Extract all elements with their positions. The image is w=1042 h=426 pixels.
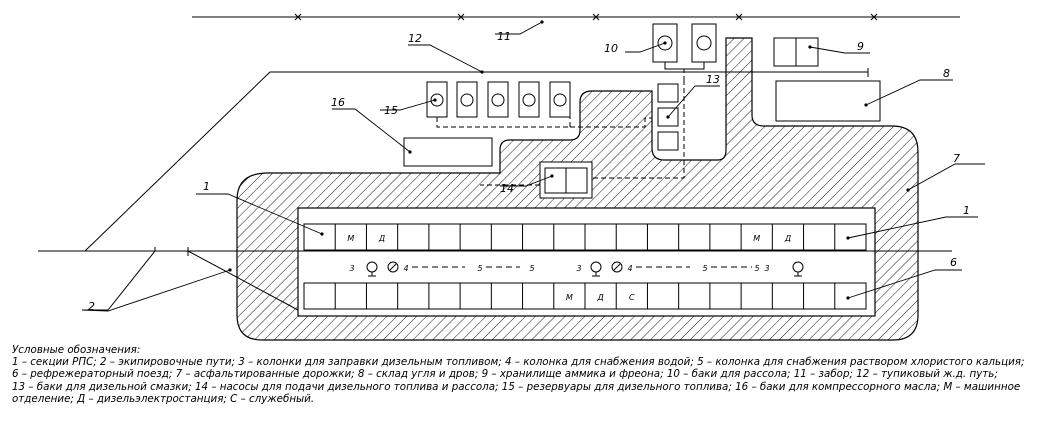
legend: Условные обозначения: 1 – секции РПС; 2 …	[12, 344, 1032, 405]
section-code: М	[566, 293, 573, 302]
fence-post	[870, 13, 878, 21]
fuel-column-icon	[366, 261, 378, 273]
reservoir-valve-icon	[522, 93, 536, 107]
diesel-lube-tanks	[657, 83, 679, 151]
column-slash	[389, 263, 397, 271]
callout-11: 11	[497, 30, 511, 43]
column-code: 3	[764, 264, 769, 273]
leader-lines	[81, 21, 985, 312]
reservoir-valve-icon	[430, 93, 444, 107]
fence	[192, 13, 960, 21]
fence-post	[294, 13, 302, 21]
legend-line: 1 – секции РПС; 2 – экипировочные пути; …	[12, 356, 1025, 369]
callout-15: 15	[384, 104, 398, 117]
callout-12: 12	[408, 32, 422, 45]
legend-line: отделение; Д – дизельэлектростанция; С –…	[12, 392, 315, 405]
callout-16: 16	[331, 96, 345, 109]
column-code: 5	[702, 264, 707, 273]
brine-tanks	[652, 23, 717, 80]
column-code: 4	[627, 264, 632, 273]
section-code: Д	[596, 293, 603, 302]
fuel-column-icon	[590, 261, 602, 273]
pumps	[539, 161, 593, 199]
fuel-pipeline	[436, 80, 685, 186]
ammonia-freon-store	[773, 37, 819, 67]
callout-10: 10	[604, 42, 618, 55]
callout-9: 9	[857, 40, 864, 53]
section-code: М	[753, 234, 760, 243]
legend-line: 6 – рефрежераторный поезд; 7 – асфальтир…	[12, 368, 998, 381]
column-code: 3	[349, 264, 354, 273]
servicing-tracks	[107, 247, 299, 311]
column-code: 3	[576, 264, 581, 273]
fence-post	[457, 13, 465, 21]
section-code: Д	[378, 234, 385, 243]
callout-1-left: 1	[203, 180, 210, 193]
stub-track	[84, 68, 869, 252]
fence-post	[592, 13, 600, 21]
reservoir-valve-icon	[460, 93, 474, 107]
section-code: Д	[784, 234, 791, 243]
callout-7: 7	[953, 152, 960, 165]
legend-line: 13 – баки для дизельной смазки; 14 – нас…	[12, 380, 1021, 393]
coal-wood-store	[775, 80, 881, 122]
legend-title: Условные обозначения:	[12, 344, 141, 356]
compressor-oil-tanks	[403, 137, 493, 167]
reservoir-valve-icon	[553, 93, 567, 107]
column-code: 5	[529, 264, 534, 273]
callout-13: 13	[706, 73, 720, 86]
callout-8: 8	[943, 67, 950, 80]
column-slash	[613, 263, 621, 271]
diesel-reservoirs	[426, 81, 571, 118]
column-code: 4	[403, 264, 408, 273]
callout-14: 14	[500, 182, 514, 195]
callout-6: 6	[950, 256, 957, 269]
callout-1-right: 1	[963, 204, 970, 217]
leader-dots	[228, 20, 910, 300]
fence-post	[735, 13, 743, 21]
column-code: 5	[754, 264, 759, 273]
callout-2: 2	[88, 300, 95, 313]
fuel-column-icon	[792, 261, 804, 273]
section-code: С	[629, 293, 635, 302]
column-code: 5	[477, 264, 482, 273]
section-code: М	[347, 234, 354, 243]
reservoir-valve-icon	[491, 93, 505, 107]
